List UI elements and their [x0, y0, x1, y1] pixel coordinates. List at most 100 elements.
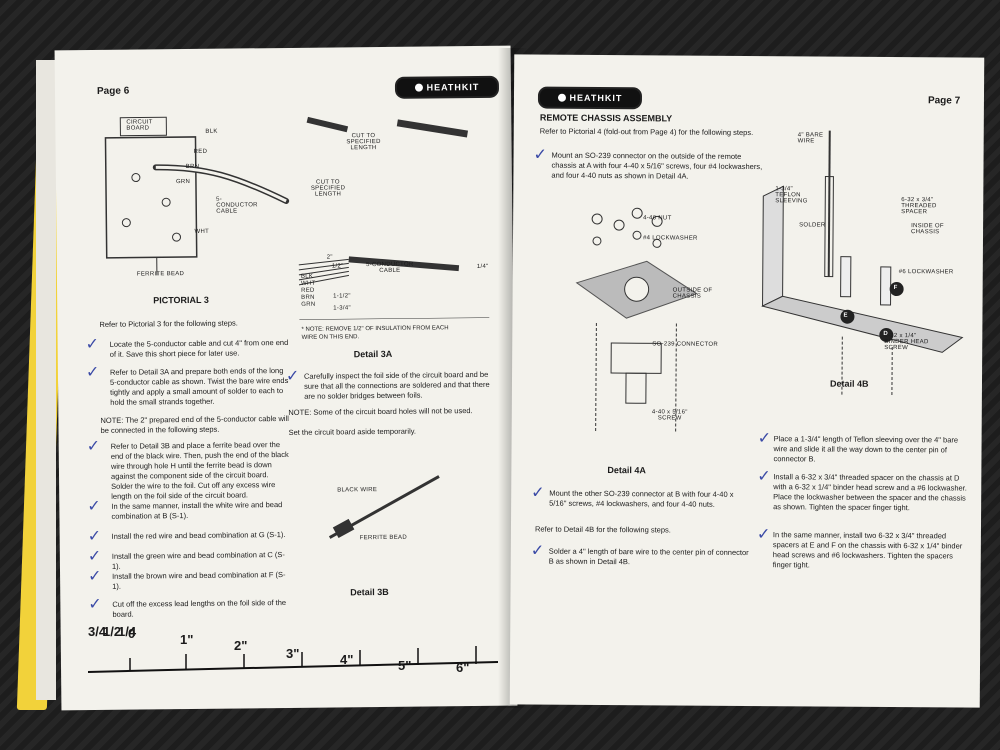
detail-3a-note: * NOTE: REMOVE 1/2" OF INSULATION FROM E… [301, 325, 449, 341]
checkmark-icon: ✓ [87, 525, 102, 546]
ruler-label: 3" [286, 646, 300, 661]
step-text: NOTE: Some of the circuit board holes wi… [288, 406, 473, 417]
label: OUTSIDE OF CHASSIS [672, 287, 713, 300]
marker-e: E [843, 312, 848, 319]
detail-3a-title: Detail 3A [353, 348, 393, 360]
checkmark-icon: ✓ [530, 540, 545, 560]
checkmark-icon: ✓ [87, 495, 101, 516]
label: INSIDE OF CHASSIS [911, 223, 944, 236]
step-text: Refer to Pictorial 4 (fold-out from Page… [539, 126, 754, 138]
label: CIRCUIT BOARD [126, 119, 153, 132]
label: 6-32 x 1/4" BINDER HEAD SCREW [884, 332, 929, 352]
ruler-label: 1/4 [118, 624, 137, 639]
right-page: HEATHKIT Page 7 REMOTE CHASSIS ASSEMBLY … [509, 54, 985, 708]
label: SO-239 CONNECTOR [652, 341, 718, 348]
step-text: NOTE: The 2" prepared end of the 5-condu… [100, 413, 289, 435]
label: BLK [205, 128, 218, 135]
marker-d: D [883, 330, 888, 337]
detail-4b-diagram [761, 130, 964, 396]
step-text: Install the red wire and bead combinatio… [111, 530, 286, 541]
ruler-label: 1" [180, 632, 194, 647]
checkmark-icon: ✓ [531, 482, 545, 502]
step-text: In the same manner, install two 6-32 x 3… [772, 530, 963, 570]
detail-4a-diagram [575, 207, 698, 434]
checkmark-icon: ✓ [87, 565, 102, 586]
step-text: Refer to Pictorial 3 for the following s… [99, 318, 238, 329]
step-text: Mount the other SO-239 connector at B wi… [549, 488, 734, 509]
step-text: Carefully inspect the foil side of the c… [303, 369, 490, 401]
page-edges [36, 60, 56, 700]
marker-f: F [893, 285, 898, 292]
label: FERRITE BEAD [136, 271, 185, 278]
label: #4 LOCKWASHER [642, 235, 698, 242]
detail-4b-title: Detail 4B [829, 378, 869, 389]
label: #6 LOCKWASHER [898, 269, 954, 276]
section-title: REMOTE CHASSIS ASSEMBLY [539, 112, 673, 124]
label: 1/2" [331, 263, 344, 270]
left-page: Page 6 HEATHKIT CIRCUIT BOARD BLK RED BR… [54, 45, 518, 711]
label: 6-32 x 3/4" THREADED SPACER [901, 197, 937, 216]
step-text: Refer to Detail 4B for the following ste… [534, 524, 671, 535]
detail-3a-diagram [298, 116, 490, 320]
checkmark-icon: ✓ [86, 435, 101, 456]
label: GRN [175, 178, 191, 186]
label: BRN [185, 163, 200, 171]
heathkit-logo: HEATHKIT [394, 75, 500, 99]
step-text: In the same manner, install the white wi… [111, 500, 283, 521]
checkmark-icon: ✓ [85, 361, 100, 382]
ruler-label: 4" [340, 652, 354, 667]
label: 4-40 NUT [643, 215, 672, 222]
label: 5-CONDUCTOR CABLE [216, 196, 258, 215]
label: RED [193, 148, 208, 155]
step-text: Place a 1-3/4" length of Teflon sleeving… [773, 434, 959, 464]
label: GRN [301, 301, 316, 308]
label: CUT TO SPECIFIED LENGTH [346, 133, 381, 152]
heathkit-logo: HEATHKIT [537, 86, 643, 110]
step-text: Refer to Detail 3A and prepare both ends… [109, 366, 289, 407]
step-text: Locate the 5-conductor cable and cut 4" … [109, 337, 289, 359]
checkmark-icon: ✓ [87, 545, 102, 566]
label: 4-40 x 5/16" SCREW [651, 409, 688, 422]
step-text: Install a 6-32 x 3/4" threaded spacer on… [773, 472, 967, 513]
checkmark-icon: ✓ [533, 144, 548, 164]
pictorial-title: PICTORIAL 3 [153, 294, 209, 306]
step-text: Set the circuit board aside temporarily. [288, 426, 417, 437]
label: 2" [326, 254, 333, 261]
step-text: Cut off the excess lead lengths on the f… [112, 598, 287, 619]
label: BRN [301, 294, 315, 301]
label: 4" BARE WIRE [797, 132, 824, 145]
checkmark-icon: ✓ [285, 365, 300, 385]
label: 1-3/4" TEFLON SLEEVING [775, 186, 808, 205]
ruler-label: 3/4 [88, 624, 107, 639]
step-text: Install the green wire and bead combinat… [111, 550, 285, 571]
checkmark-icon: ✓ [756, 524, 771, 544]
label: 1-1/2" [333, 293, 351, 300]
label: 1/4" [476, 263, 489, 270]
detail-4a-title: Detail 4A [607, 465, 646, 476]
pictorial-3-diagram [104, 116, 290, 276]
ruler-label: 6" [456, 660, 470, 675]
step-text: Solder a 4" length of bare wire to the c… [548, 546, 749, 567]
step-text: Mount an SO-239 connector on the outside… [551, 150, 763, 181]
detail-3b-diagram [328, 475, 440, 539]
detail-3b-title: Detail 3B [350, 586, 389, 598]
ruler-label: 2" [234, 638, 248, 653]
label: FERRITE BEAD [359, 534, 407, 542]
label: SOLDER [799, 222, 826, 229]
checkmark-icon: ✓ [85, 333, 100, 354]
label: WHT [300, 280, 316, 287]
page-number: Page 7 [927, 95, 961, 107]
label: BLK [300, 273, 314, 280]
step-text: Refer to Detail 3B and place a ferrite b… [110, 440, 289, 501]
label: 5-CONDUCTOR CABLE [366, 261, 414, 275]
step-text: Install the brown wire and bead combinat… [112, 570, 286, 591]
label: RED [301, 287, 315, 294]
ruler-label: 5" [398, 658, 412, 673]
label: CUT TO SPECIFIED LENGTH [310, 179, 346, 198]
label: WHT [194, 228, 210, 235]
checkmark-icon: ✓ [757, 428, 772, 448]
checkmark-icon: ✓ [88, 593, 102, 614]
page-number: Page 6 [96, 85, 130, 97]
label: BLACK WIRE [337, 487, 378, 494]
inch-ruler [88, 646, 498, 673]
